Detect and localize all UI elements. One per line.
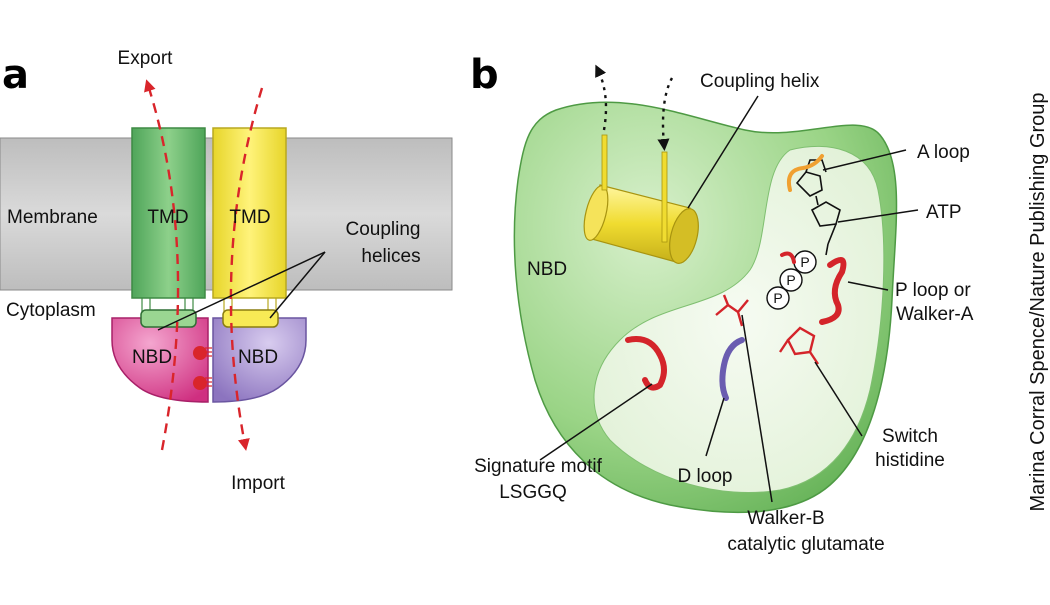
d-loop-motif bbox=[719, 337, 745, 401]
switch-histidine-motif bbox=[779, 326, 819, 365]
walker-b-motif bbox=[715, 294, 749, 327]
panel-b-letter: b bbox=[470, 52, 499, 98]
p-loop-label-line2: Walker-A bbox=[896, 304, 974, 325]
nbd-left-label: NBD bbox=[132, 347, 172, 368]
import-arrow bbox=[229, 87, 264, 451]
coupling-helix-green bbox=[140, 309, 197, 328]
membrane-label: Membrane bbox=[7, 207, 98, 228]
phosphate-1: P bbox=[800, 254, 809, 270]
coupling-helix-yellow bbox=[222, 309, 279, 328]
phosphate-3: P bbox=[773, 290, 782, 306]
coupling-label-line1: Coupling bbox=[346, 219, 421, 240]
p-loop-label-line1: P loop or bbox=[895, 280, 971, 301]
nbd-right-label: NBD bbox=[238, 347, 278, 368]
atp-site-upper bbox=[193, 346, 207, 360]
signature-label-line1: Signature motif bbox=[474, 456, 603, 477]
atp-site-ticks bbox=[205, 347, 212, 387]
d-loop-label: D loop bbox=[678, 466, 733, 487]
coupling-helix-label: Coupling helix bbox=[700, 71, 820, 92]
coupling-label-line2: helices bbox=[361, 246, 420, 267]
nbd-b-label: NBD bbox=[527, 259, 567, 280]
panel-b-pointers bbox=[539, 95, 919, 503]
atp-site-lower bbox=[193, 376, 207, 390]
walker-b-label-line2: catalytic glutamate bbox=[727, 534, 884, 555]
a-loop-motif bbox=[786, 154, 824, 192]
p-loop-small bbox=[780, 251, 796, 264]
dotted-arrow-up bbox=[595, 64, 608, 131]
tmd-yellow bbox=[212, 127, 287, 299]
export-label: Export bbox=[118, 48, 174, 69]
nbd-magenta bbox=[111, 317, 209, 403]
coupling-pointer-1 bbox=[157, 251, 326, 331]
walker-b-label-line1: Walker-B bbox=[747, 508, 824, 529]
a-loop-label: A loop bbox=[917, 142, 970, 163]
panel-a-letter: a bbox=[2, 52, 29, 98]
switch-label-line1: Switch bbox=[882, 426, 938, 447]
atp-label: ATP bbox=[926, 202, 962, 223]
cytoplasm-label: Cytoplasm bbox=[6, 300, 96, 321]
coupling-pointer-2 bbox=[269, 251, 326, 319]
panel-a: a bbox=[0, 48, 453, 494]
tmd-green bbox=[131, 127, 206, 299]
signature-motif bbox=[625, 336, 667, 391]
switch-label-line2: histidine bbox=[875, 450, 945, 471]
phosphate-2: P bbox=[786, 272, 795, 288]
phosphate-chain: P P P bbox=[766, 250, 817, 310]
image-credit: Marina Corral Spence/Nature Publishing G… bbox=[1027, 92, 1049, 511]
tmd-left-label: TMD bbox=[147, 207, 188, 228]
panel-b: b P bbox=[470, 52, 974, 555]
signature-label-line2: LSGGQ bbox=[499, 482, 567, 503]
export-arrow bbox=[144, 79, 180, 451]
coupling-helix-cylinder bbox=[583, 134, 699, 264]
p-loop-motif bbox=[819, 256, 847, 325]
tmd-right-label: TMD bbox=[229, 207, 270, 228]
import-label: Import bbox=[231, 473, 286, 494]
